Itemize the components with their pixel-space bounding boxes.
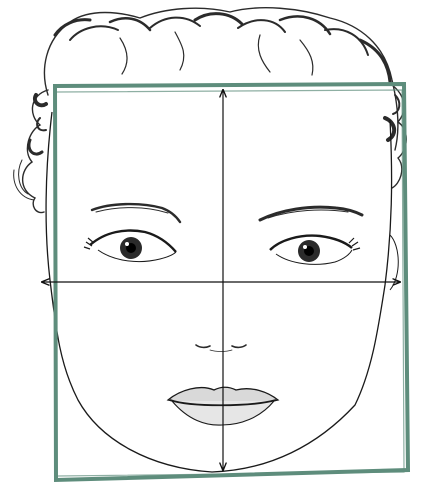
eye-right <box>270 236 360 265</box>
eyebrow-right <box>260 207 362 220</box>
eye-left <box>84 231 176 262</box>
nose <box>196 345 246 352</box>
hair <box>14 8 407 213</box>
eyebrows <box>92 204 362 222</box>
